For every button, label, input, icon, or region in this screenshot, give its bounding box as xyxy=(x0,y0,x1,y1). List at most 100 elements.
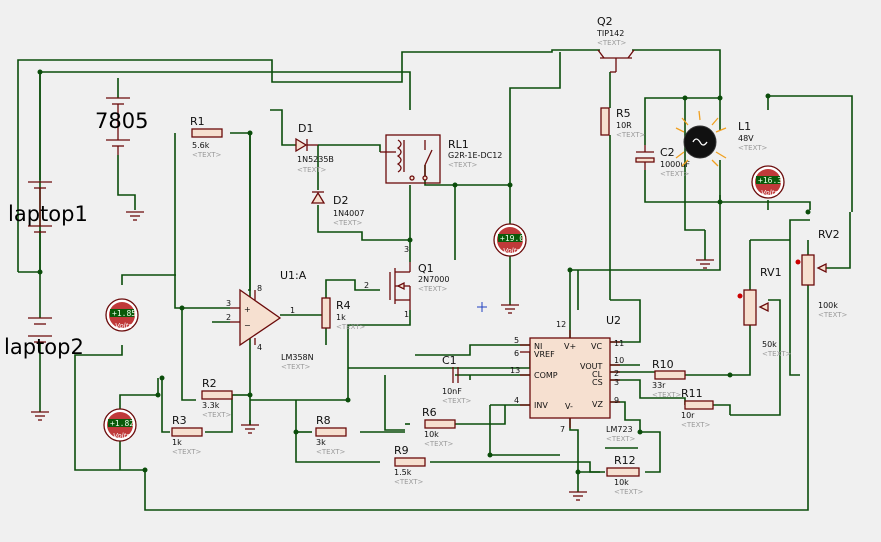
r1-text: <TEXT> xyxy=(192,151,222,159)
u2-pin12: 12 xyxy=(556,320,566,329)
r9-ref: R9 xyxy=(394,444,409,457)
r6-ref: R6 xyxy=(422,406,437,419)
u2-pin5: 5 xyxy=(514,336,519,345)
r11-ref: R11 xyxy=(681,387,703,400)
battery-laptop1 xyxy=(28,181,52,233)
u1-pin3: 3 xyxy=(226,299,231,308)
q1-pin3: 3 xyxy=(404,245,409,254)
r11-text: <TEXT> xyxy=(681,421,711,429)
d1-value: 1N5235B xyxy=(297,155,334,164)
u2-vminus: V- xyxy=(565,402,573,411)
rl1-text: <TEXT> xyxy=(448,161,478,169)
r8-text: <TEXT> xyxy=(316,448,346,456)
r12-value: 10k xyxy=(614,478,629,487)
u1-text: <TEXT> xyxy=(281,363,311,371)
ic-u2 xyxy=(520,330,620,428)
r8-ref: R8 xyxy=(316,414,331,427)
reg-label: 7805 xyxy=(95,109,148,133)
r3-text: <TEXT> xyxy=(172,448,202,456)
r8-value: 3k xyxy=(316,438,326,447)
pot-rv2 xyxy=(795,254,827,286)
r3-ref: R3 xyxy=(172,414,187,427)
resistor-r8 xyxy=(315,427,347,437)
c2-ref: C2 xyxy=(660,146,675,159)
u2-pin10: 10 xyxy=(614,356,624,365)
rl1-ref: RL1 xyxy=(448,138,469,151)
c2-value: 1000uF xyxy=(660,160,690,169)
u2-pin11: 11 xyxy=(614,339,624,348)
lamp-l1 xyxy=(675,110,727,167)
r2-ref: R2 xyxy=(202,377,217,390)
pot-rv1 xyxy=(737,289,769,326)
bat1-label: laptop1 xyxy=(8,202,88,226)
crosshair-icon xyxy=(477,302,487,312)
u2-pin2: 2 xyxy=(614,369,619,378)
capacitor-c1 xyxy=(452,367,459,383)
u1-pin4: 4 xyxy=(257,343,262,352)
resistor-r1 xyxy=(191,128,223,138)
r5-ref: R5 xyxy=(616,107,631,120)
r1-value: 5.6k xyxy=(192,141,210,150)
resistor-r9 xyxy=(394,457,426,467)
r12-ref: R12 xyxy=(614,454,636,467)
rv2-value: 100k xyxy=(818,301,838,310)
meter3-reading: +19.0 xyxy=(500,234,524,243)
r9-value: 1.5k xyxy=(394,468,412,477)
resistor-r3 xyxy=(171,427,203,437)
resistor-r4 xyxy=(321,297,331,329)
u2-comp: COMP xyxy=(534,371,558,380)
r6-text: <TEXT> xyxy=(424,440,454,448)
r9-text: <TEXT> xyxy=(394,478,424,486)
q1-value: 2N7000 xyxy=(418,275,449,284)
resistor-r11 xyxy=(684,400,714,410)
u2-vc: VC xyxy=(591,342,602,351)
diode-d2 xyxy=(310,191,326,204)
d1-ref: D1 xyxy=(298,122,313,135)
c1-value: 10nF xyxy=(442,387,462,396)
r4-text: <TEXT> xyxy=(336,323,366,331)
meter1-unit: Volts xyxy=(115,322,132,330)
resistor-r6 xyxy=(424,419,456,429)
u2-vz: VZ xyxy=(592,400,603,409)
rv1-ref: RV1 xyxy=(760,266,782,279)
r1-ref: R1 xyxy=(190,115,205,128)
r4-value: 1k xyxy=(336,313,346,322)
battery-7805 xyxy=(106,97,130,155)
q1-pin1: 1 xyxy=(404,310,409,319)
q2-value: TIP142 xyxy=(596,29,624,38)
voltmeter-2: +1.82 Volts xyxy=(103,408,137,442)
q2-text: <TEXT> xyxy=(597,39,627,47)
u2-ni: NI xyxy=(534,342,542,351)
resistor-r5 xyxy=(600,107,610,136)
u2-pin4: 4 xyxy=(514,396,519,405)
u1-plus: + xyxy=(244,305,251,314)
l1-value: 48V xyxy=(738,134,754,143)
voltmeter-3: +19.0 Volts xyxy=(493,223,527,257)
u1-ref: U1:A xyxy=(280,269,307,282)
q1-ref: Q1 xyxy=(418,262,434,275)
d2-ref: D2 xyxy=(333,194,348,207)
u1-value: LM358N xyxy=(281,353,314,362)
resistor-r12 xyxy=(606,467,640,477)
d2-value: 1N4007 xyxy=(333,209,364,218)
r3-value: 1k xyxy=(172,438,182,447)
r5-text: <TEXT> xyxy=(616,131,646,139)
voltmeter-4: +16.3 Volts xyxy=(751,165,785,199)
meter4-unit: Volts xyxy=(761,189,778,197)
u2-cs: CS xyxy=(592,378,603,387)
q1-text: <TEXT> xyxy=(418,285,448,293)
meter4-reading: +16.3 xyxy=(758,176,782,185)
rv1-text: <TEXT> xyxy=(762,350,792,358)
c1-text: <TEXT> xyxy=(442,397,472,405)
c2-text: <TEXT> xyxy=(660,170,690,178)
u2-value: LM723 xyxy=(606,425,633,434)
r6-value: 10k xyxy=(424,430,439,439)
meter1-reading: +1.85 xyxy=(112,309,136,318)
voltmeter-1: +1.85 Volts xyxy=(105,298,139,332)
u2-vref: VREF xyxy=(534,350,555,359)
u2-pin3: 3 xyxy=(614,378,619,387)
u2-pin13: 13 xyxy=(510,366,520,375)
r10-ref: R10 xyxy=(652,358,674,371)
